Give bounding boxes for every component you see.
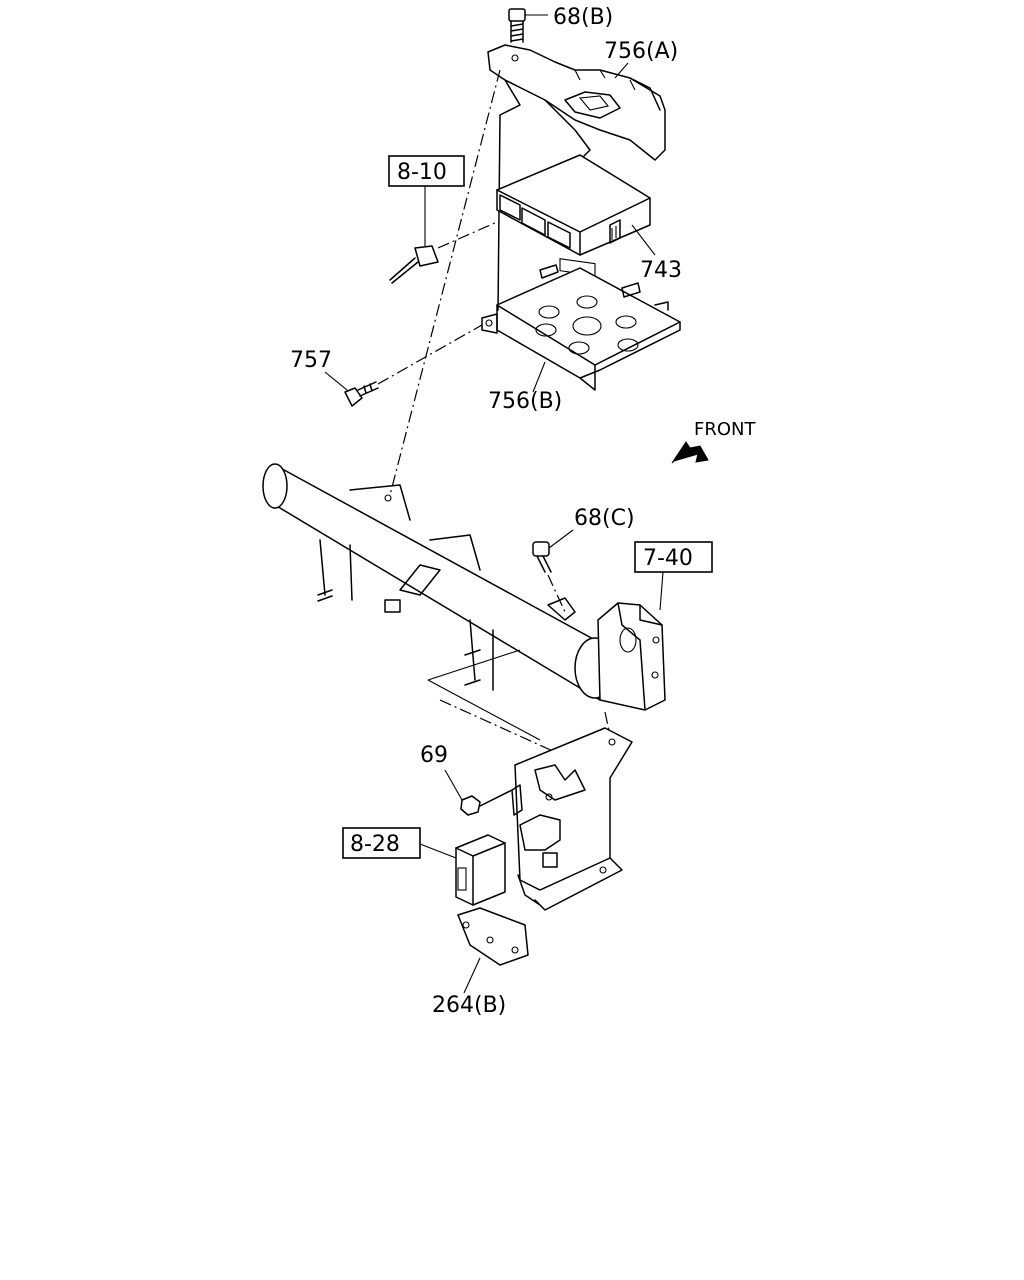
label-757: 757: [290, 348, 332, 373]
bracket-756a: [487, 44, 666, 311]
module-743: [496, 154, 651, 277]
label-743: 743: [640, 258, 682, 283]
label-8-28: 8-28: [350, 832, 400, 857]
bracket-264b: [457, 727, 633, 966]
label-68b: 68(B): [553, 5, 613, 30]
relay-8-28: [455, 834, 506, 906]
arrow-icon: [671, 441, 709, 464]
bolt-68b: [508, 8, 526, 43]
bracket-7-40: [597, 602, 666, 711]
ref-box-8-10: [388, 155, 465, 187]
bolt-757: [344, 381, 379, 407]
label-69: 69: [420, 743, 448, 768]
label-7-40: 7-40: [643, 546, 693, 571]
bolt-68c: [532, 541, 552, 573]
label-68c: 68(C): [574, 506, 635, 531]
label-756a: 756(A): [604, 39, 678, 64]
ref-box-7-40: [634, 541, 713, 573]
nut-69: [460, 789, 513, 816]
connector-8-10: [389, 186, 439, 284]
cross-beam: [262, 463, 616, 701]
label-756b: 756(B): [488, 389, 562, 414]
label-8-10: 8-10: [397, 160, 447, 185]
bracket-756b: [481, 264, 681, 391]
ref-box-8-28: [342, 827, 421, 859]
label-front: FRONT: [694, 419, 756, 440]
label-264b: 264(B): [432, 993, 506, 1018]
